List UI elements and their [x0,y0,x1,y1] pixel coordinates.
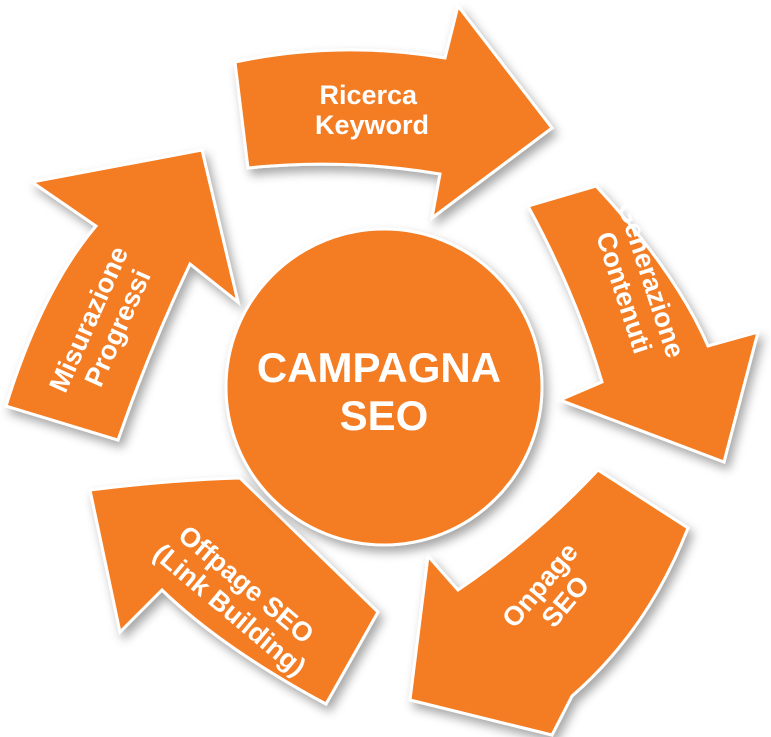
step-ricerca-keyword-line2: Keyword [315,110,429,140]
step-ricerca-keyword-line1: Ricerca [319,80,418,110]
step-label-ricerca-keyword: Ricerca Keyword [315,80,429,140]
arrow-offpage-seo-shape [88,476,380,707]
arrow-generazione-contenuti [525,184,761,464]
arrow-misurazione-progressi-shape [4,148,241,442]
center-title: CAMPAGNA SEO [257,344,511,439]
arrow-ricerca-keyword [233,2,555,222]
arrow-offpage-seo [88,476,380,707]
center-title-line1: CAMPAGNA [257,344,501,391]
arrow-misurazione-progressi [4,148,241,442]
center-hub [224,227,544,547]
center-title-line2: SEO [340,392,429,439]
arrow-ricerca-keyword-shape [233,2,555,222]
arrow-onpage-seo-shape [408,468,690,737]
arrow-onpage-seo [408,468,690,737]
center-circle [224,227,544,547]
arrow-generazione-contenuti-shape [525,184,761,464]
